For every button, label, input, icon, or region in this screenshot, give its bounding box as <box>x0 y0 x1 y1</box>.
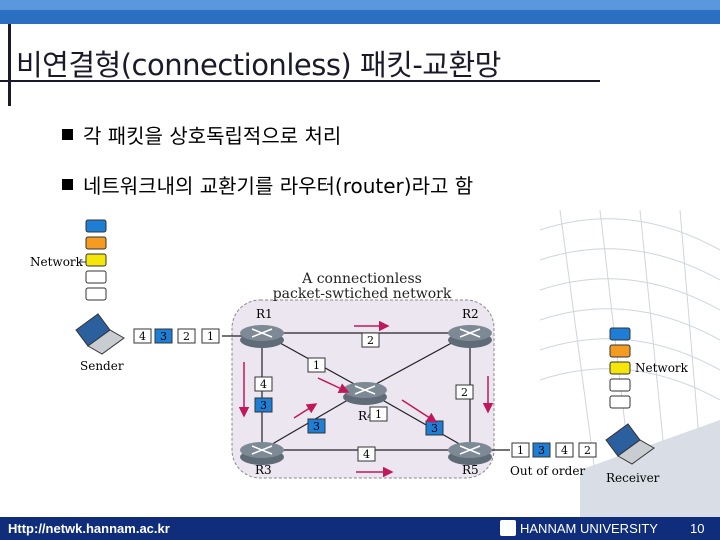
packet-label: 1 <box>517 444 524 457</box>
packet-label: 4 <box>363 448 370 461</box>
diagram-heading-line2: packet-swtiched network <box>273 286 452 302</box>
title-horizontal-rule <box>0 80 600 82</box>
packet-label: 4 <box>260 378 267 391</box>
network-label-left: Network <box>30 255 84 269</box>
packet-label: 2 <box>584 444 591 457</box>
transit-packet: 2 <box>455 384 474 400</box>
packet-label: 2 <box>461 386 468 399</box>
network-label-right: Network <box>635 361 689 375</box>
transit-packet: 4 <box>357 446 376 462</box>
footer-university: HANNAM UNIVERSITY <box>520 521 658 536</box>
bullet-text: 네트워크내의 교환기를 라우터(router)라고 함 <box>83 174 474 198</box>
receiver-packet: 3 <box>532 442 551 458</box>
bullet-item: 각 패킷을 상호독립적으로 처리 <box>62 120 341 149</box>
bullet-square-icon <box>62 179 73 190</box>
router-label-r2: R2 <box>462 307 479 321</box>
packet-label: 1 <box>207 330 214 343</box>
receiver-label: Receiver <box>606 471 660 485</box>
packet-label: 3 <box>538 444 545 457</box>
router-icon <box>240 442 284 465</box>
packet-label: 1 <box>375 408 382 421</box>
slide-title: 비연결형(connectionless) 패킷-교환망 <box>16 48 501 82</box>
page-number: 10 <box>690 521 705 536</box>
router-label-r1: R1 <box>256 307 273 321</box>
router-label-r5: R5 <box>462 463 479 477</box>
top-bar <box>0 0 720 24</box>
bullet-square-icon <box>62 129 73 140</box>
transit-packet: 3 <box>307 418 326 434</box>
network-stack-right <box>609 327 631 409</box>
packet-label: 3 <box>260 399 267 412</box>
laptop-icon <box>75 313 125 355</box>
router-icon <box>240 325 284 348</box>
sender-packet: 1 <box>201 328 220 344</box>
packet-label: 4 <box>561 444 568 457</box>
title-vertical-rule <box>8 24 11 106</box>
router-icon <box>448 325 492 348</box>
footer-bar <box>0 517 720 540</box>
receiver-packet: 2 <box>578 442 597 458</box>
router-icon <box>343 382 387 405</box>
transit-packet: 3 <box>425 420 444 436</box>
network-stack-left <box>85 219 107 301</box>
packet-label: 3 <box>160 330 167 343</box>
bullet-item: 네트워크내의 교환기를 라우터(router)라고 함 <box>62 170 473 199</box>
packet-label: 3 <box>313 420 320 433</box>
transit-packet: 1 <box>369 406 388 422</box>
sender-packet: 4 <box>133 328 152 344</box>
packet-label: 2 <box>367 334 374 347</box>
satellite-dish-background <box>540 209 720 520</box>
bullet-text: 각 패킷을 상호독립적으로 처리 <box>83 124 342 148</box>
router-label-r3: R3 <box>255 463 272 477</box>
transit-packet: 2 <box>361 332 380 348</box>
top-bar-shine <box>0 0 720 10</box>
transit-packet: 3 <box>254 397 273 413</box>
transit-packet: 4 <box>254 376 273 392</box>
sender-packet: 2 <box>177 328 196 344</box>
packet-label: 2 <box>183 330 190 343</box>
diagram-heading-line1: A connectionless <box>301 271 422 287</box>
router-icon <box>448 442 492 465</box>
transit-packet: 1 <box>307 357 326 373</box>
laptop-icon <box>605 423 655 465</box>
packet-label: 3 <box>431 422 438 435</box>
footer-url: Http://netwk.hannam.ac.kr <box>8 521 170 536</box>
sender-label: Sender <box>80 359 124 373</box>
flow-arrows <box>238 320 494 478</box>
university-logo-icon <box>500 520 516 536</box>
sender-packet: 3 <box>154 328 173 344</box>
receiver-packet: 1 <box>511 442 530 458</box>
out-of-order-label: Out of order <box>510 464 585 478</box>
packet-label: 1 <box>313 359 320 372</box>
packet-label: 4 <box>139 330 146 343</box>
receiver-packet: 4 <box>555 442 574 458</box>
